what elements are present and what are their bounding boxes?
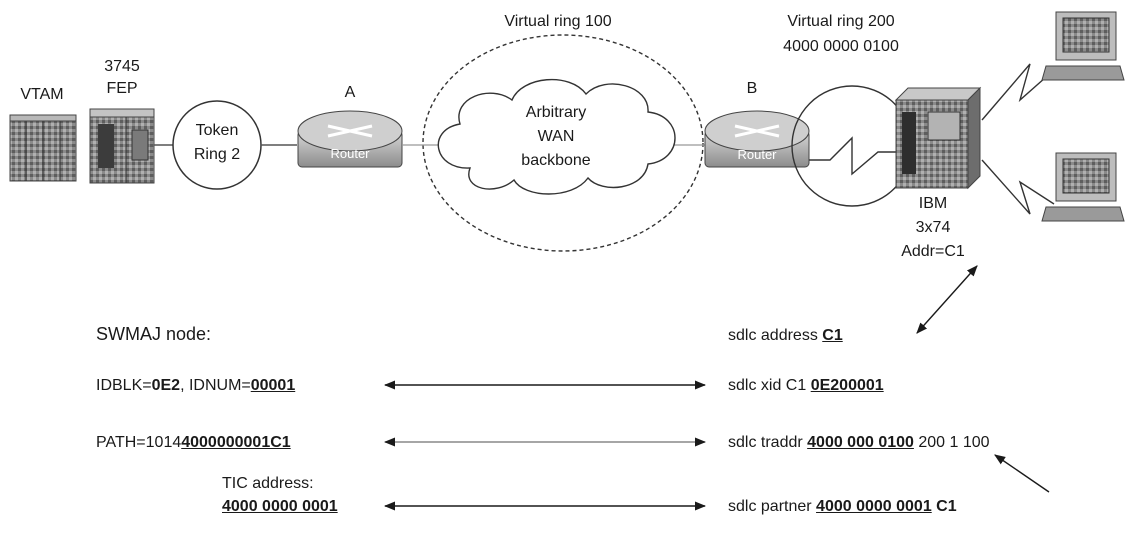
router-a-letter: A: [344, 84, 356, 101]
vtam-label: VTAM: [20, 86, 64, 103]
router-b-icon: [704, 110, 810, 168]
sdlc-xid-line: sdlc xid C1 0E200001: [728, 377, 884, 395]
sdlc-partner-line: sdlc partner 4000 0000 0001 C1: [728, 498, 957, 516]
idblk-prefix: IDBLK=: [96, 377, 152, 394]
virtual-ring-100: [422, 34, 704, 252]
router-b-label: Router: [737, 147, 777, 162]
tic-address-value: 4000 0000 0001: [222, 498, 338, 515]
router-a-label: Router: [330, 146, 370, 161]
terminal-2-link: [981, 159, 1055, 215]
fep-label-line2: FEP: [106, 80, 138, 97]
ibm-label-line3: Addr=C1: [901, 243, 965, 260]
fep-icon: [89, 108, 155, 184]
sdlc-address-line: sdlc address C1: [728, 327, 843, 345]
partner-to-traddr-arrow: [994, 454, 1050, 493]
fep-label-line1: 3745: [104, 58, 140, 75]
swmaj-node-heading: SWMAJ node:: [96, 324, 212, 344]
addr-to-sdlc-address-arrow: [916, 265, 978, 334]
token-ring-2: [172, 100, 262, 190]
router-b-letter: B: [746, 80, 758, 97]
idnum-prefix: , IDNUM=: [180, 377, 251, 394]
ibm-3x74-controller-icon: [894, 86, 982, 190]
ibm-label-line2: 3x74: [915, 219, 951, 236]
virtual-ring-200-label-line2: 4000 0000 0100: [783, 38, 899, 55]
token-ring-label-line1: Token: [195, 122, 239, 139]
idblk-value: 0E2: [151, 377, 181, 394]
sdlc-partner-prefix: sdlc partner: [728, 498, 817, 515]
idnum-value: 00001: [250, 377, 296, 394]
terminal-2-icon: [1041, 152, 1125, 222]
sdlc-traddr-value: 4000 000 0100: [807, 434, 914, 451]
terminal-1-link: [981, 63, 1055, 121]
token-ring-label-line2: Ring 2: [193, 146, 241, 163]
sdlc-partner-suffix: C1: [931, 498, 957, 515]
sdlc-address-prefix: sdlc address: [728, 327, 823, 344]
ibm-label-line1: IBM: [918, 195, 948, 212]
sdlc-link: [809, 136, 896, 176]
path-line: PATH=10144000000001C1: [96, 434, 291, 452]
sdlc-xid-prefix: sdlc xid C1: [728, 377, 811, 394]
sdlc-traddr-prefix: sdlc traddr: [728, 434, 808, 451]
terminal-1-icon: [1041, 11, 1125, 81]
sdlc-partner-value: 4000 0000 0001: [816, 498, 932, 515]
tic-address-label: TIC address:: [222, 475, 314, 492]
path-prefix: PATH=1014: [96, 434, 182, 451]
virtual-ring-200-label-line1: Virtual ring 200: [787, 13, 895, 30]
wan-cloud-icon: [437, 78, 676, 195]
sdlc-traddr-suffix: 200 1 100: [913, 434, 990, 451]
sdlc-xid-value: 0E200001: [810, 377, 884, 394]
cloud-label-line2: WAN: [537, 128, 575, 145]
cloud-label-line3: backbone: [521, 152, 591, 169]
cloud-label-line1: Arbitrary: [525, 104, 587, 121]
path-value: 4000000001C1: [181, 434, 291, 451]
vtam-host-icon: [9, 114, 77, 182]
sdlc-traddr-line: sdlc traddr 4000 000 0100 200 1 100: [728, 434, 990, 452]
sdlc-address-value: C1: [822, 327, 843, 344]
idblk-idnum-line: IDBLK=0E2, IDNUM=00001: [96, 377, 295, 395]
router-a-icon: [297, 110, 403, 168]
virtual-ring-100-label: Virtual ring 100: [504, 13, 612, 30]
